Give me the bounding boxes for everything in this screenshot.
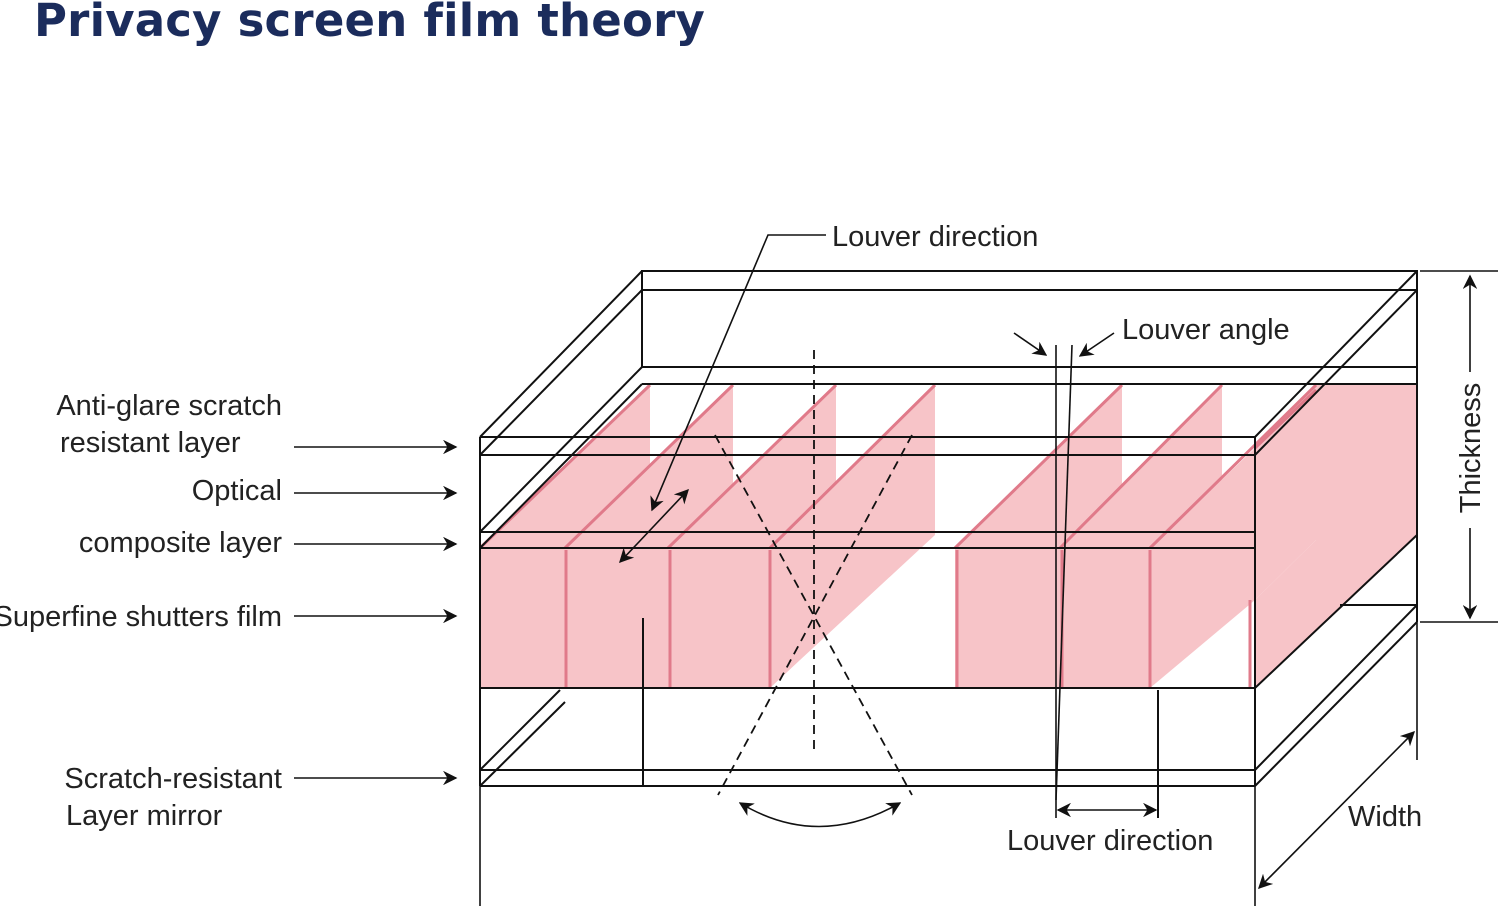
thickness-label: Thickness — [1455, 383, 1487, 514]
viewing-angle-cone — [714, 350, 913, 828]
width-dimension-arrow — [1257, 730, 1416, 890]
louver-slab — [1255, 385, 1417, 688]
louver-slabs — [478, 383, 1417, 688]
louver-slab — [1060, 385, 1222, 688]
louver-angle-callout — [1013, 332, 1115, 818]
louver-slab — [1150, 448, 1255, 688]
louver-angle-label: Louver angle — [1122, 314, 1290, 346]
louver-slab — [668, 385, 836, 688]
optical-label: Optical — [192, 475, 282, 507]
louver-direction-top-callout — [619, 234, 826, 564]
diagram-title: Privacy screen film theory — [34, 0, 706, 47]
louver-slab — [955, 385, 1122, 688]
shutters-film-label: Superfine shutters film — [0, 601, 282, 633]
scratch-resistant-label-line1: Scratch-resistant — [64, 763, 282, 795]
anti-glare-label-line2: resistant layer — [60, 427, 241, 459]
thickness-dimension — [1420, 270, 1498, 623]
anti-glare-label-line1: Anti-glare scratch — [56, 390, 282, 422]
scratch-resistant-label-line2: Layer mirror — [66, 800, 223, 832]
louver-direction-top-label: Louver direction — [832, 221, 1038, 253]
louver-slab — [480, 385, 650, 688]
film-stack-wireframe — [479, 270, 1418, 906]
louver-direction-bottom-label: Louver direction — [1007, 825, 1213, 857]
width-label: Width — [1348, 801, 1422, 833]
composite-layer-label: composite layer — [79, 527, 282, 559]
